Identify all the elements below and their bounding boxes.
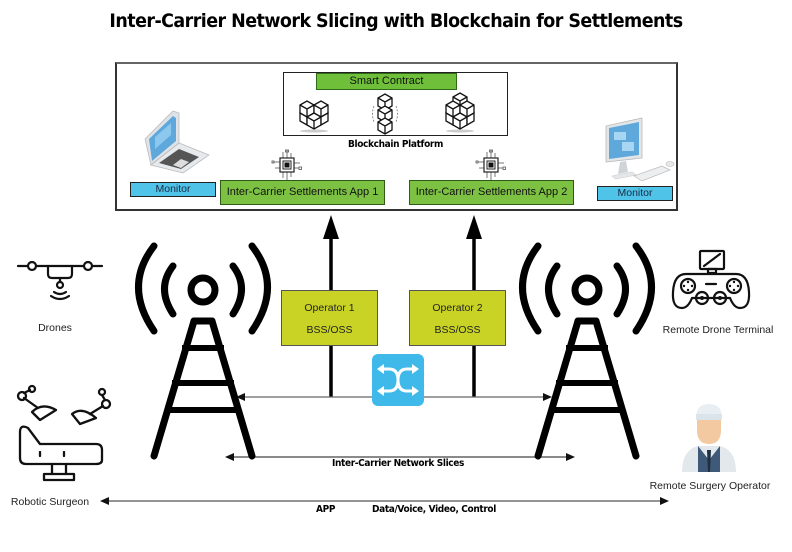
- block-cluster-icon: [299, 100, 329, 133]
- remote-surgery-operator-label: Remote Surgery Operator: [649, 480, 771, 492]
- robotic-surgeon-label: Robotic Surgeon: [10, 496, 90, 508]
- surgeon-avatar-icon: [682, 404, 736, 472]
- chip-icon: [271, 149, 302, 180]
- operator-1-box: Operator 1 BSS/OSS: [281, 290, 378, 346]
- laptop-icon: [144, 110, 210, 174]
- operator-1-system: BSS/OSS: [306, 324, 353, 336]
- chip-icon: [475, 149, 506, 180]
- drone-icon: [16, 260, 104, 301]
- remote-drone-terminal-label: Remote Drone Terminal: [662, 324, 774, 336]
- app-label: APP: [316, 504, 336, 515]
- drones-label: Drones: [38, 322, 72, 334]
- network-slices-label: Inter-Carrier Network Slices: [332, 458, 465, 469]
- operator-2-system: BSS/OSS: [434, 324, 481, 336]
- operator-2-box: Operator 2 BSS/OSS: [409, 290, 506, 346]
- block-chain-stack-icon: [372, 93, 398, 135]
- settlement-app-2: Inter-Carrier Settlements App 2: [409, 180, 574, 205]
- settlement-app-1: Inter-Carrier Settlements App 1: [220, 180, 385, 205]
- operator-1-name: Operator 1: [304, 302, 355, 314]
- robotic-surgeon-icon: [16, 384, 112, 482]
- traffic-types-label: Data/Voice, Video, Control: [372, 504, 496, 515]
- game-controller-icon: [671, 249, 751, 310]
- monitor-label-right: Monitor: [597, 186, 673, 201]
- operator-2-name: Operator 2: [432, 302, 483, 314]
- diagram-title: Inter-Carrier Network Slicing with Block…: [109, 10, 683, 32]
- cell-tower-icon-right: [519, 242, 655, 460]
- blockchain-platform-label: Blockchain Platform: [347, 139, 444, 150]
- cell-tower-icon-left: [135, 242, 271, 460]
- network-switch-icon: [372, 354, 424, 406]
- desktop-computer-icon: [605, 117, 675, 182]
- smart-contract-box: Smart Contract: [316, 73, 457, 90]
- block-cluster-icon: [445, 92, 475, 133]
- monitor-label-left: Monitor: [130, 182, 216, 197]
